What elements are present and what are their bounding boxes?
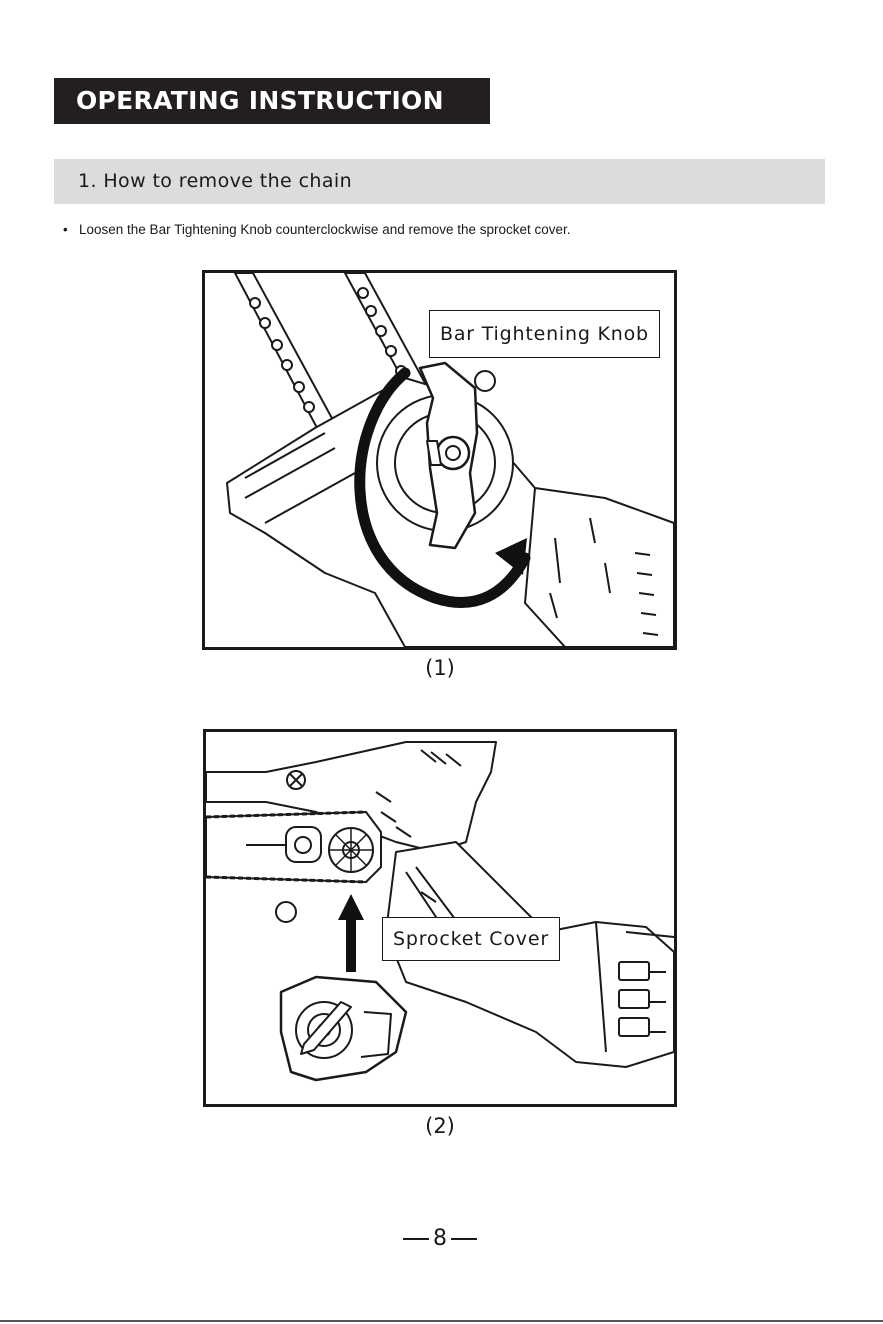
figure-knob-illustration: Bar Tightening Knob	[202, 270, 677, 650]
step-heading: 1. How to remove the chain	[54, 159, 825, 204]
figure-1-caption: (1)	[390, 656, 490, 680]
page-number-dash-right	[451, 1238, 477, 1240]
instruction-bullet: •Loosen the Bar Tightening Knob counterc…	[63, 222, 833, 237]
section-title-banner: OPERATING INSTRUCTION	[54, 78, 490, 124]
bottom-border-line	[0, 1320, 883, 1322]
page-number-value: 8	[433, 1226, 447, 1251]
sprocket-cover-label: Sprocket Cover	[382, 917, 560, 961]
page-number: 8	[398, 1226, 482, 1251]
bullet-icon: •	[63, 222, 79, 237]
figure-sprocket-illustration: Sprocket Cover	[203, 729, 677, 1107]
bar-tightening-knob-label: Bar Tightening Knob	[429, 310, 660, 358]
figure-2-caption: (2)	[390, 1114, 490, 1138]
instruction-text: Loosen the Bar Tightening Knob countercl…	[79, 222, 571, 237]
page-number-dash-left	[403, 1238, 429, 1240]
